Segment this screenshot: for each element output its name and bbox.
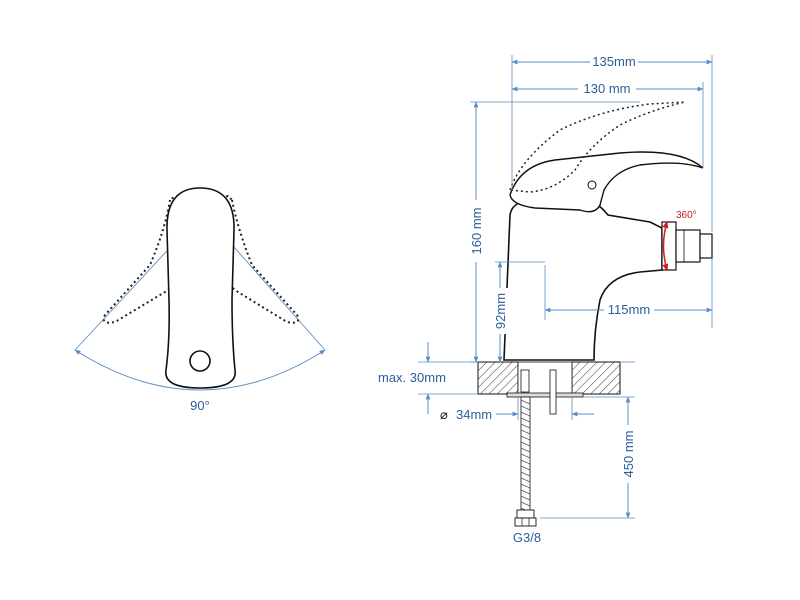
faucet-body-outline (503, 199, 663, 361)
handle-outline (165, 187, 236, 389)
handle-angle-label: 90° (190, 398, 210, 413)
lever-raised-outline (508, 101, 686, 193)
spout-reach-label: 115mm (608, 302, 650, 317)
height-outlet-label: 92mm (493, 293, 508, 329)
rotation-marker: 360° (662, 210, 697, 272)
width-total-label: 135mm (592, 54, 635, 69)
handle-rotated-right-outline (196, 194, 300, 324)
diameter-symbol: ⌀ (440, 407, 448, 422)
hose-length-label: 450 mm (621, 431, 636, 478)
counter-thickness-label: max. 30mm (378, 370, 446, 385)
handle-top-view: 90° (74, 187, 326, 413)
countertop-right (571, 361, 621, 395)
width-spout-label: 130 mm (584, 81, 631, 96)
hole-diameter-label: 34mm (456, 407, 492, 422)
mounting-stud-right (549, 369, 557, 415)
faucet-side-view: 360° 135mm 130 mm 160 mm 92mm (378, 54, 713, 545)
lever-pivot-screw (587, 180, 597, 190)
mounting-plate (506, 392, 584, 398)
aerator (661, 221, 713, 271)
supply-hose (520, 396, 531, 516)
height-total-label: 160 mm (469, 208, 484, 255)
rotation-label: 360° (676, 210, 697, 221)
countertop-left (477, 361, 519, 395)
thread-label: G3/8 (513, 530, 541, 545)
hose-fitting (514, 509, 537, 527)
mounting-stud-left (520, 369, 530, 393)
angle-arc (74, 349, 326, 391)
handle-screw-hole (189, 350, 211, 372)
lever-handle-outline (509, 151, 704, 213)
